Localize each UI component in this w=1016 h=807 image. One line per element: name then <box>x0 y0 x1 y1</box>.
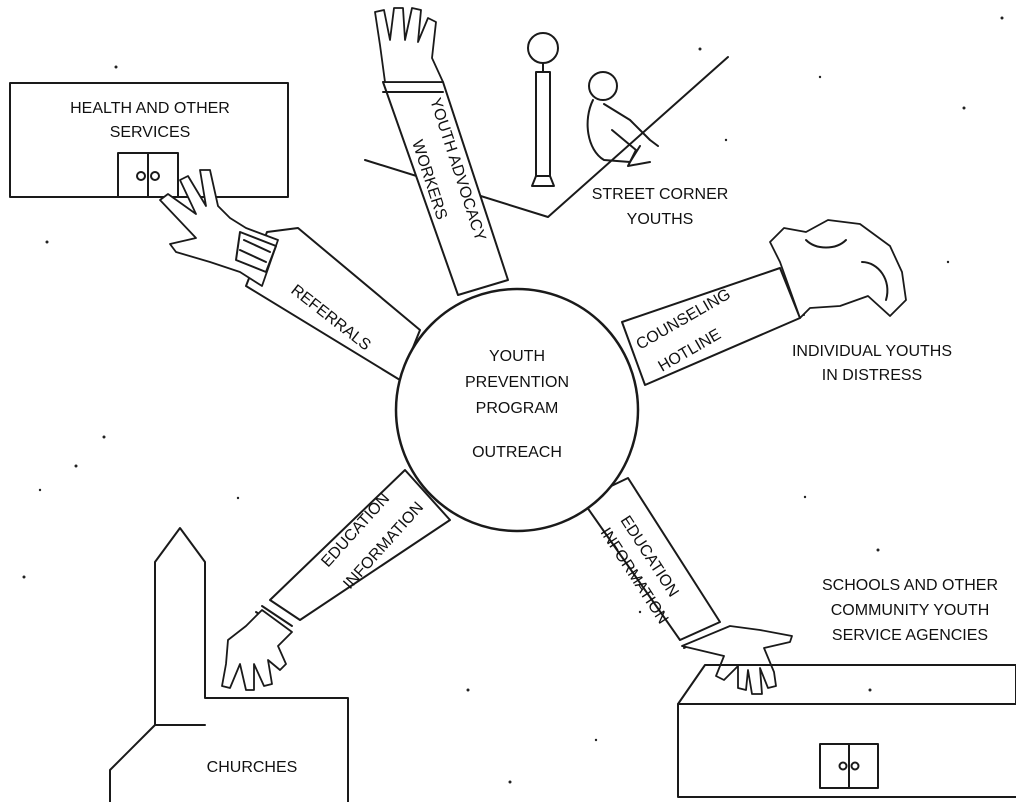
center-line3: PROGRAM <box>476 400 559 417</box>
open-hand-left-icon <box>221 609 293 691</box>
schools-label-line3: SERVICE AGENCIES <box>832 627 988 644</box>
schools-label-line2: COMMUNITY YOUTH <box>831 602 990 619</box>
center-line1: YOUTH <box>489 348 545 365</box>
door-icon <box>117 152 179 198</box>
open-hand-right-icon <box>681 625 793 695</box>
center-line2: PREVENTION <box>465 374 569 391</box>
arm-referrals: REFERRALS <box>159 169 421 381</box>
school-door-icon <box>819 743 879 789</box>
pointing-hand-icon <box>159 169 279 287</box>
open-hand-icon <box>374 7 444 83</box>
street-corner-scene: STREET CORNER YOUTHS <box>364 32 729 228</box>
center-circle: YOUTH PREVENTION PROGRAM OUTREACH <box>394 287 640 533</box>
street-label-line1: STREET CORNER <box>592 186 729 203</box>
health-label-line2: SERVICES <box>110 124 191 141</box>
school-building-icon <box>677 664 1016 798</box>
individual-label-line1: INDIVIDUAL YOUTHS <box>792 343 952 360</box>
street-label-line2: YOUTHS <box>627 211 694 228</box>
scan-specks <box>22 16 1004 784</box>
individual-label-line2: IN DISTRESS <box>822 367 922 384</box>
street-lamp-icon <box>527 32 559 187</box>
center-line4: OUTREACH <box>472 444 562 461</box>
arm-youth-advocacy: YOUTH ADVOCACY WORKERS <box>374 7 509 296</box>
health-services-building: HEALTH AND OTHER SERVICES <box>9 82 289 198</box>
church-building-icon: CHURCHES <box>109 527 349 803</box>
arm-counseling: COUNSELING HOTLINE <box>621 219 907 386</box>
schools-label-line1: SCHOOLS AND OTHER <box>822 577 998 594</box>
arm-education-right: EDUCATION INFORMATION <box>581 477 793 695</box>
churches-label: CHURCHES <box>207 759 298 776</box>
sitting-youth-icon <box>586 71 659 167</box>
health-label-line1: HEALTH AND OTHER <box>70 100 230 117</box>
fist-icon <box>769 219 907 319</box>
arm-education-left: EDUCATION INFORMATION <box>221 469 451 691</box>
